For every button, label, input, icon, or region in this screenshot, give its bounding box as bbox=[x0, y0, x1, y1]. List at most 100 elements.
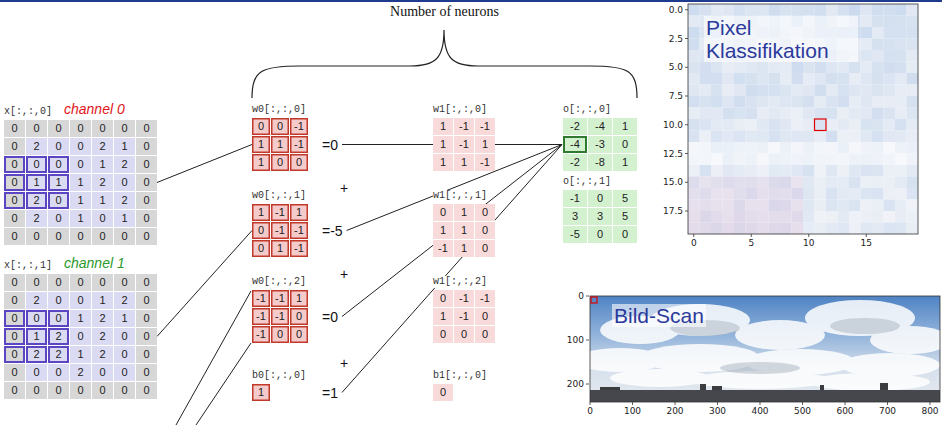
cell-value: 0 bbox=[143, 194, 149, 207]
pixel bbox=[734, 96, 746, 108]
cell-value: 0 bbox=[121, 276, 127, 289]
pixel bbox=[769, 119, 781, 131]
pixel bbox=[884, 4, 896, 16]
tick-mark bbox=[675, 402, 676, 405]
pixel bbox=[872, 142, 884, 154]
tick-mark bbox=[808, 234, 809, 237]
pixel bbox=[734, 188, 746, 200]
pixel bbox=[688, 62, 700, 74]
pixel bbox=[723, 62, 735, 74]
pixel bbox=[780, 200, 792, 212]
cell-value: 0 bbox=[258, 224, 264, 237]
pixel bbox=[711, 223, 723, 235]
cell-value: 0 bbox=[77, 158, 83, 171]
cell-value: 1 bbox=[258, 386, 264, 399]
pixel bbox=[780, 142, 792, 154]
pixel bbox=[826, 188, 838, 200]
axis-tick-label: 100 bbox=[624, 406, 641, 417]
building bbox=[712, 386, 722, 390]
pixel bbox=[907, 16, 919, 28]
pixel bbox=[769, 200, 781, 212]
pixel bbox=[723, 96, 735, 108]
matrix-cell: 0 bbox=[48, 382, 69, 399]
cell-value: -1 bbox=[480, 120, 490, 133]
matrix-cell: -1 bbox=[290, 136, 308, 153]
building bbox=[700, 384, 706, 390]
cell-value: 1 bbox=[121, 212, 127, 225]
pixel bbox=[884, 223, 896, 235]
pixel bbox=[734, 142, 746, 154]
pixel bbox=[849, 211, 861, 223]
matrix-cell: 1 bbox=[252, 136, 270, 153]
pixel bbox=[884, 108, 896, 120]
matrix-cell: 1 bbox=[613, 154, 637, 171]
cell-value: 1 bbox=[77, 348, 83, 361]
matrix-cell: 0 bbox=[475, 308, 495, 325]
pixel bbox=[688, 154, 700, 166]
cell-value: 1 bbox=[461, 224, 467, 237]
pixel bbox=[838, 4, 850, 16]
matrix-cell: 0 bbox=[114, 364, 135, 381]
pixel bbox=[792, 96, 804, 108]
cell-value: 0 bbox=[33, 366, 39, 379]
cell-value: 0 bbox=[461, 328, 467, 341]
axis-tick-label: 5 bbox=[748, 238, 754, 249]
cell-value: 0 bbox=[11, 330, 17, 343]
pixel bbox=[746, 119, 758, 131]
pixel bbox=[780, 108, 792, 120]
cell-value: 1 bbox=[33, 176, 39, 189]
pixel bbox=[792, 131, 804, 143]
tick-mark bbox=[887, 402, 888, 405]
cell-value: 1 bbox=[440, 120, 446, 133]
matrix-cell: 0 bbox=[613, 226, 637, 243]
pixel bbox=[884, 200, 896, 212]
pixel bbox=[872, 96, 884, 108]
matrix-cell: 1 bbox=[114, 310, 135, 327]
matrix-box: w1[:,:,0]1-1-11-1111-1 bbox=[433, 118, 495, 171]
pixel bbox=[884, 16, 896, 28]
cell-value: 0 bbox=[11, 294, 17, 307]
cell-value: 0 bbox=[143, 212, 149, 225]
pixel bbox=[711, 211, 723, 223]
pixel bbox=[838, 108, 850, 120]
cell-value: 0 bbox=[77, 330, 83, 343]
pixel bbox=[826, 85, 838, 97]
axis-tick-label: 800 bbox=[921, 406, 938, 417]
axis-tick-label: 500 bbox=[794, 406, 811, 417]
pixel bbox=[700, 142, 712, 154]
matrix-cell: 2 bbox=[92, 328, 113, 345]
matrix-cell: -4 bbox=[563, 136, 587, 153]
matrix-cell: 0 bbox=[4, 346, 25, 363]
pixel bbox=[734, 211, 746, 223]
result-label: =-5 bbox=[322, 223, 343, 239]
pixel bbox=[734, 165, 746, 177]
pixel bbox=[826, 154, 838, 166]
pixel bbox=[723, 142, 735, 154]
cell-value: 5 bbox=[622, 210, 628, 223]
pixel bbox=[895, 142, 907, 154]
pixel bbox=[711, 108, 723, 120]
pixel bbox=[884, 142, 896, 154]
cell-value: 0 bbox=[99, 366, 105, 379]
pixel bbox=[884, 119, 896, 131]
pixel bbox=[907, 85, 919, 97]
cell-value: -2 bbox=[570, 120, 580, 133]
pixel bbox=[780, 85, 792, 97]
matrix-heading: b1[:,:,0] bbox=[433, 370, 487, 382]
pixel bbox=[907, 165, 919, 177]
pixel bbox=[895, 165, 907, 177]
tick-mark bbox=[685, 67, 688, 68]
cell-value: -1 bbox=[294, 120, 304, 133]
pixel bbox=[826, 62, 838, 74]
matrix-cell: 1 bbox=[271, 240, 289, 257]
cell-value: 1 bbox=[121, 312, 127, 325]
pixel bbox=[769, 4, 781, 16]
cell-value: -1 bbox=[294, 138, 304, 151]
pixel bbox=[780, 119, 792, 131]
cell-value: 0 bbox=[121, 366, 127, 379]
matrix-cell: 0 bbox=[290, 326, 308, 343]
matrix-cell: 1 bbox=[433, 136, 453, 153]
axis-tick-label: 10.0 bbox=[663, 119, 683, 130]
matrix-cell: 1 bbox=[92, 292, 113, 309]
matrix-cell: 1 bbox=[48, 174, 69, 191]
